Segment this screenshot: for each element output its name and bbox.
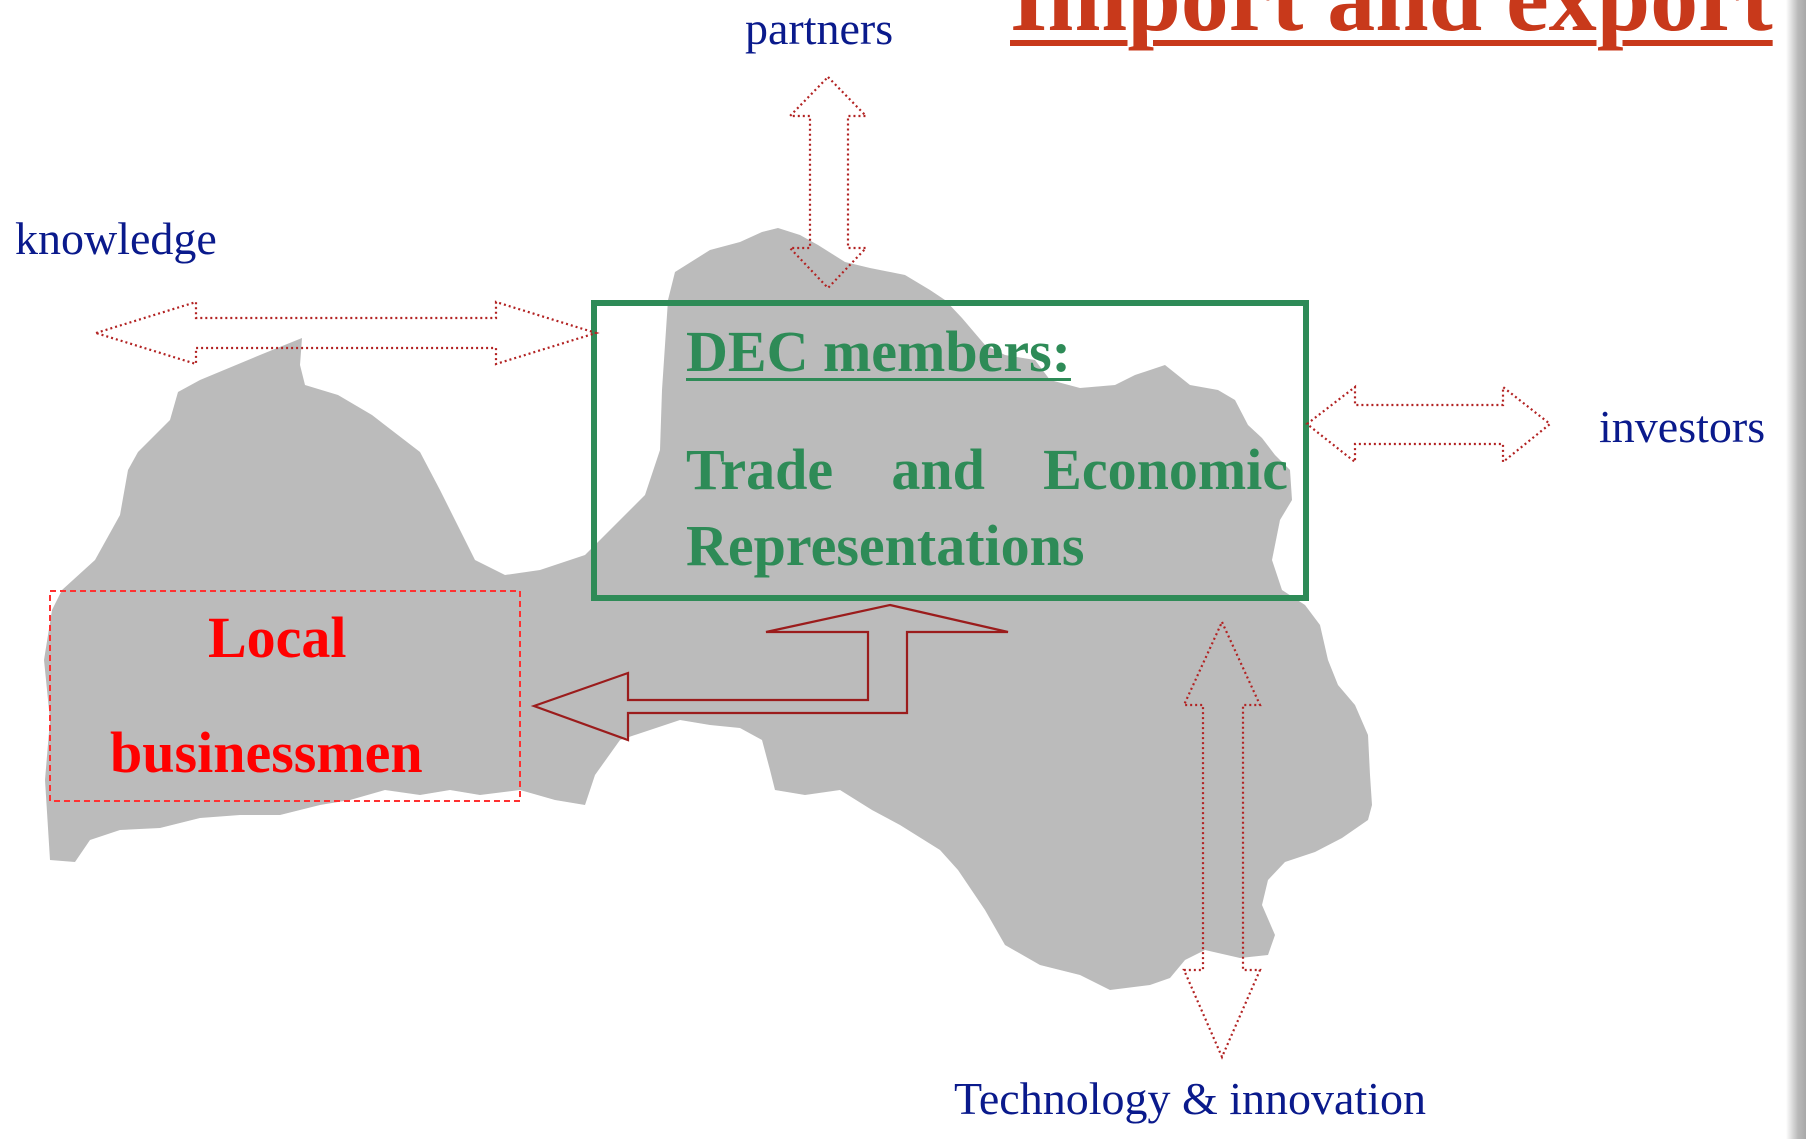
investors-double-arrow (1305, 384, 1552, 465)
knowledge-label: knowledge (15, 213, 217, 264)
dec-members-heading: DEC members: (686, 319, 1071, 384)
technology-double-arrow (1182, 619, 1262, 1060)
partners-label: partners (745, 3, 894, 54)
local-line-1: Local (208, 605, 347, 670)
partners-double-arrow (787, 75, 869, 290)
dec-local-connector-arrow (530, 603, 1009, 742)
local-line-2: businessmen (110, 720, 423, 785)
slide-title: Import and export (1010, 0, 1773, 53)
knowledge-double-arrow (92, 300, 600, 366)
dec-members-box (591, 300, 1309, 601)
country-map-shape (44, 228, 1372, 990)
investors-label: investors (1599, 401, 1766, 452)
technology-innovation-label: Technology & innovation (954, 1073, 1427, 1124)
dec-members-body: Trade and Economic Representations (686, 437, 1288, 578)
right-edge-shade (1786, 0, 1806, 1139)
local-businessmen-box (49, 590, 521, 802)
